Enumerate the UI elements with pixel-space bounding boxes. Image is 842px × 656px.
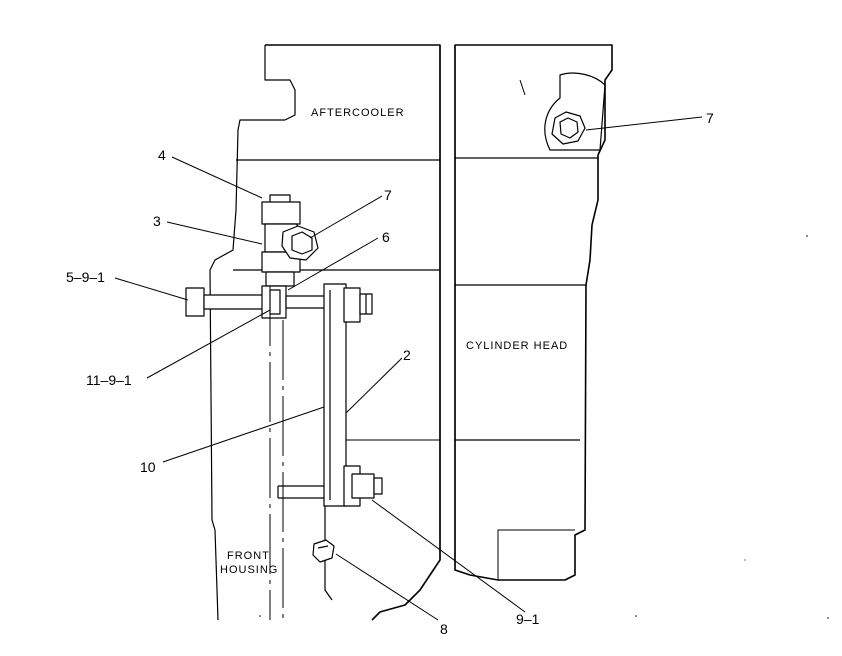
callout-10: 10 [140, 459, 156, 475]
callout-7-left: 7 [384, 187, 392, 203]
callout-9-1: 9–1 [516, 611, 540, 627]
fitting-hex-nut [281, 225, 319, 261]
front-housing-label-line1: FRONT [227, 550, 270, 562]
callout-2: 2 [403, 347, 411, 363]
valve-fitting-assembly [261, 194, 319, 287]
tube-lines [269, 286, 284, 620]
scan-specks [259, 235, 829, 619]
aftercooler-label: AFTERCOOLER [311, 107, 405, 119]
callout-4: 4 [158, 147, 166, 163]
callout-7-right: 7 [706, 110, 714, 126]
bolt-rod-horizontal [185, 285, 327, 319]
callout-8: 8 [440, 621, 448, 637]
plug-8 [312, 539, 335, 563]
callout-6: 6 [382, 229, 390, 245]
front-housing-label-line2: HOUSING [220, 564, 278, 576]
cylinder-head-label: CYLINDER HEAD [466, 340, 568, 352]
hex-bolt-7-right [551, 111, 586, 145]
right-block-outline [454, 44, 613, 581]
callout-3: 3 [153, 213, 161, 229]
callout-5-9-1: 5–9–1 [66, 269, 105, 285]
bracket-2 [277, 283, 383, 507]
leader-lines [114, 116, 703, 621]
callout-11-9-1: 11–9–1 [86, 372, 132, 388]
center-divider [439, 45, 456, 570]
